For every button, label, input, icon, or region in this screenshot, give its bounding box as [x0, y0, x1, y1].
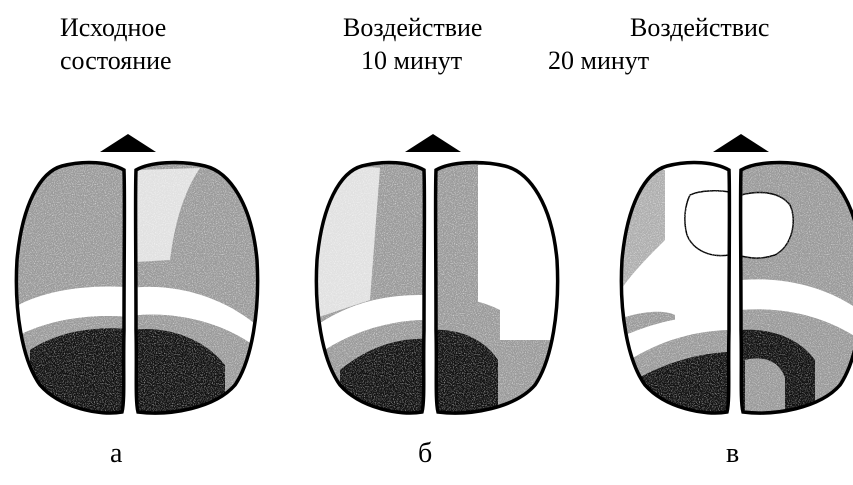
- nose-marker-a: [100, 134, 156, 152]
- nose-marker-c: [713, 134, 769, 152]
- right-hemisphere-b: [430, 150, 570, 420]
- nose-marker-b: [405, 134, 461, 152]
- brain-map-b: [300, 134, 570, 420]
- left-hemisphere-c: [605, 150, 745, 420]
- right-hemisphere-c: [735, 150, 853, 420]
- left-hemisphere-a: [0, 150, 140, 420]
- left-hemisphere-b: [300, 150, 440, 420]
- brain-map-c: [605, 134, 853, 420]
- right-hemisphere-a: [130, 150, 270, 420]
- brain-map-a: [0, 134, 270, 420]
